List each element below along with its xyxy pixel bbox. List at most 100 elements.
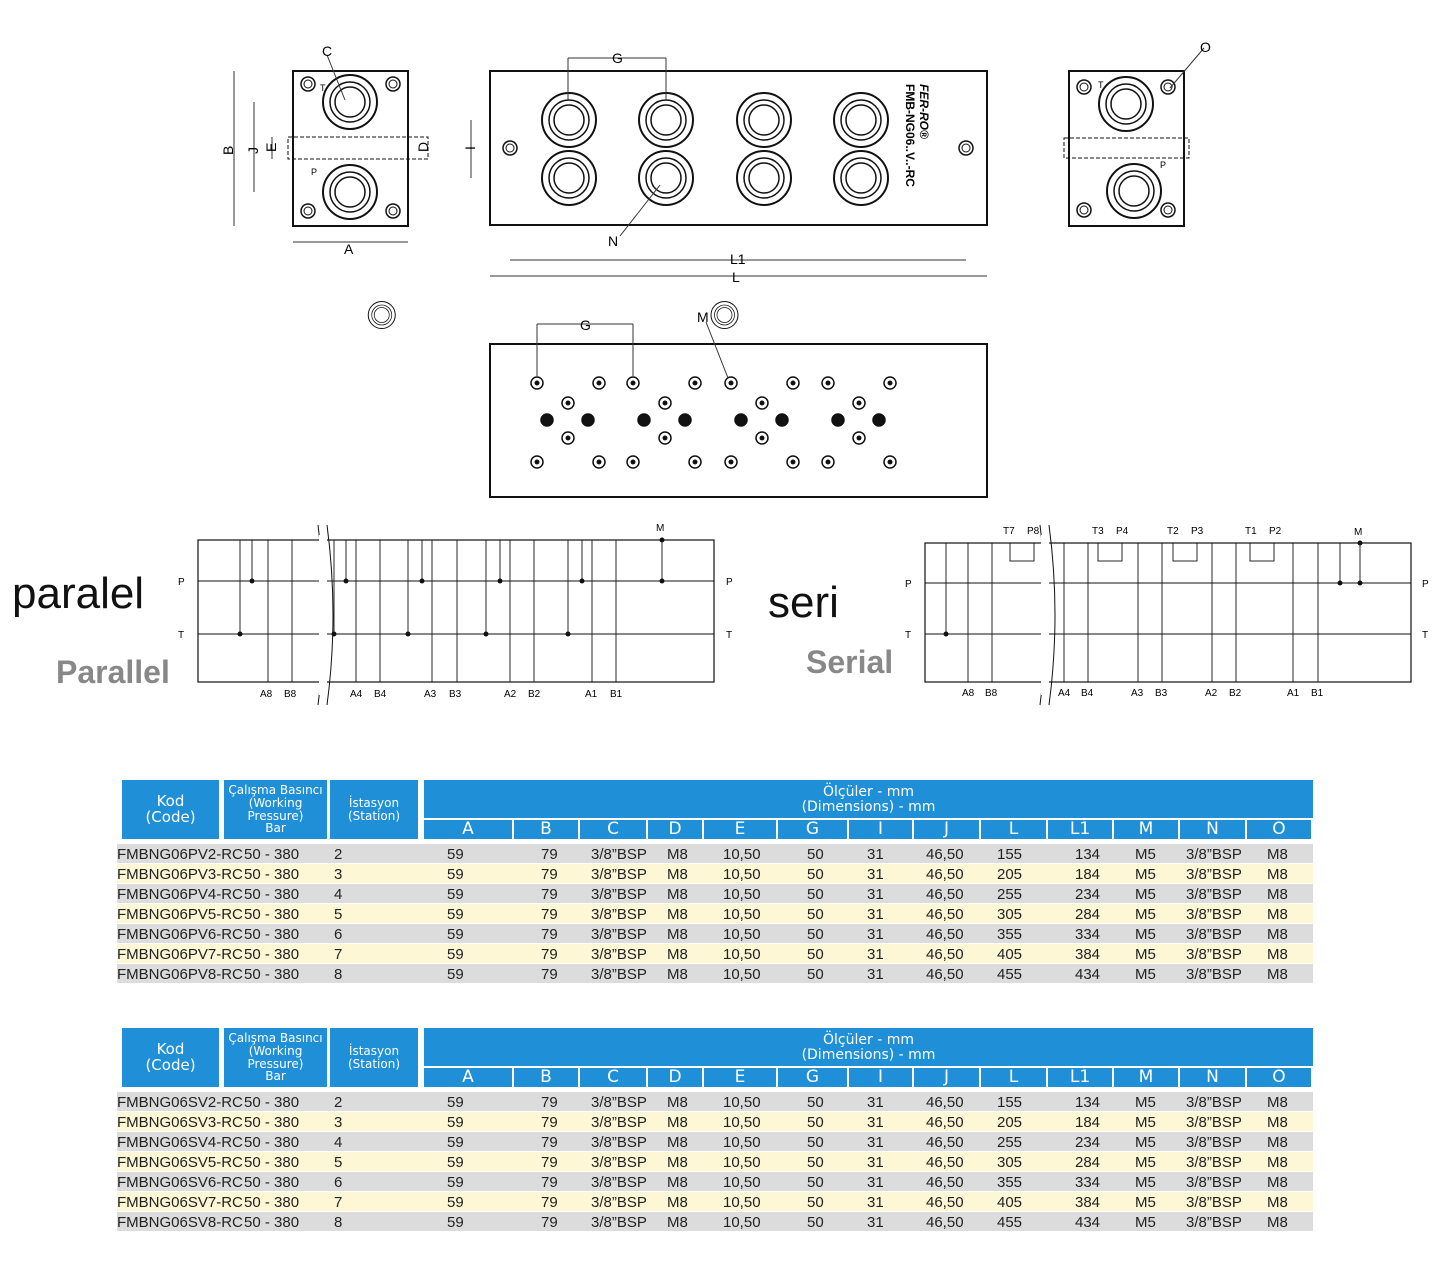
table-cell: 234 [1075,1134,1101,1151]
table-cell: 3/8”BSP [1186,1214,1242,1231]
table-cell: M8 [1267,1194,1288,1211]
table-cell: 50 [807,886,824,903]
parallel-port-label: B8 [284,689,297,700]
parallel-port-label: A8 [260,689,273,700]
table-cell: 46,50 [926,1174,964,1191]
table-cell: 155 [997,846,1023,863]
table-cell: 255 [997,886,1023,903]
table-cell: M8 [1267,1094,1288,1111]
table-cell: M5 [1135,1094,1156,1111]
parallel-port-label: A3 [424,689,437,700]
header-station-en: (Station) [347,808,401,823]
serial-title-en: Serial [806,644,894,680]
table-cell: M8 [667,1094,688,1111]
dim-label-a: A [344,241,354,257]
table-cell: 3/8”BSP [1186,946,1242,963]
table-cell: 79 [541,966,558,983]
table-cell: 79 [541,906,558,923]
table-cell: 31 [867,906,884,923]
table-cell: 10,50 [723,866,761,883]
table-cell: 3/8”BSP [591,1174,647,1191]
column-header: L [981,1068,1046,1087]
column-header: O [1247,1068,1311,1087]
table-cell: 455 [997,1214,1023,1231]
table-cell: M8 [1267,1214,1288,1231]
table-cell: 10,50 [723,1194,761,1211]
table-cell: 3/8”BSP [591,1214,647,1231]
column-header: I [849,820,912,839]
table-cell: 59 [447,946,464,963]
parallel-title-en: Parallel [56,654,170,690]
table-cell: FMBNG06SV5-RC [117,1154,243,1171]
table-cell: FMBNG06PV4-RC [117,886,243,903]
column-header: G [778,1068,847,1087]
table-cell: 3/8”BSP [1186,926,1242,943]
serial-top-port-label: T7 [1003,526,1015,537]
table-cell: FMBNG06PV3-RC [117,866,243,883]
column-header: C [580,820,646,839]
table-cell: 3/8”BSP [1186,886,1242,903]
table-cell: M5 [1135,1114,1156,1131]
table-cell: M5 [1135,1154,1156,1171]
table-cell: M8 [1267,1174,1288,1191]
table-cell: 31 [867,926,884,943]
table-cell: 59 [447,1114,464,1131]
table-cell: M8 [1267,966,1288,983]
table-cell: 3/8”BSP [1186,1194,1242,1211]
table-cell: 31 [867,1134,884,1151]
table-cell: 10,50 [723,1174,761,1191]
column-header: L1 [1048,1068,1112,1087]
table-cell: 79 [541,1214,558,1231]
table-cell: 31 [867,1154,884,1171]
table-cell: 59 [447,1174,464,1191]
table-cell: 10,50 [723,846,761,863]
dim-label-n: N [608,233,618,249]
header-pressure-label: Çalışma Basıncı [228,783,323,798]
table-cell: 50 - 380 [244,926,300,943]
table-cell: 50 [807,1134,824,1151]
table-cell: 10,50 [723,946,761,963]
table-cell: 50 - 380 [244,846,300,863]
parallel-right-p: P [726,577,733,588]
table-cell: 59 [447,906,464,923]
serial-top-port-label: P2 [1269,526,1282,537]
column-header: M [1114,1068,1178,1087]
table-cell: 3/8”BSP [1186,866,1242,883]
table-cell: 31 [867,946,884,963]
table-cell: M5 [1135,866,1156,883]
column-header: L1 [1048,820,1112,839]
column-header: L [981,820,1046,839]
table-cell: FMBNG06PV2-RC [117,846,243,863]
column-header: D [648,820,702,839]
table-cell: 355 [997,926,1023,943]
serial-port-label: B3 [1155,688,1168,699]
serial-left-t: T [905,630,911,641]
dim-label-c: C [322,43,332,59]
table-cell: M8 [667,1214,688,1231]
table-cell: 3/8”BSP [591,846,647,863]
table-cell: 184 [1075,1114,1101,1131]
table-cell: 3 [334,866,343,883]
table-cell: 31 [867,866,884,883]
parallel-m: M [656,523,664,534]
dim-label-e: E [263,143,279,152]
table-cell: 31 [867,1114,884,1131]
column-header: N [1180,1068,1245,1087]
dim-label-o: O [1200,39,1211,55]
table-cell: M8 [667,866,688,883]
table-cell: M5 [1135,946,1156,963]
serial-left-p: P [905,579,912,590]
table-cell: 405 [997,1194,1023,1211]
header-dimensions-en: (Dimensions) - mm [801,799,936,815]
table-cell: 3/8”BSP [591,926,647,943]
parallel-circuit: P T P T M A8 B8 A4 B4 A3 B3 A2 B2 A1 B1 [178,523,733,706]
column-header: I [849,1068,912,1087]
table-cell: 8 [334,1214,343,1231]
serial-right-p: P [1422,579,1429,590]
table-cell: FMBNG06PV6-RC [117,926,243,943]
